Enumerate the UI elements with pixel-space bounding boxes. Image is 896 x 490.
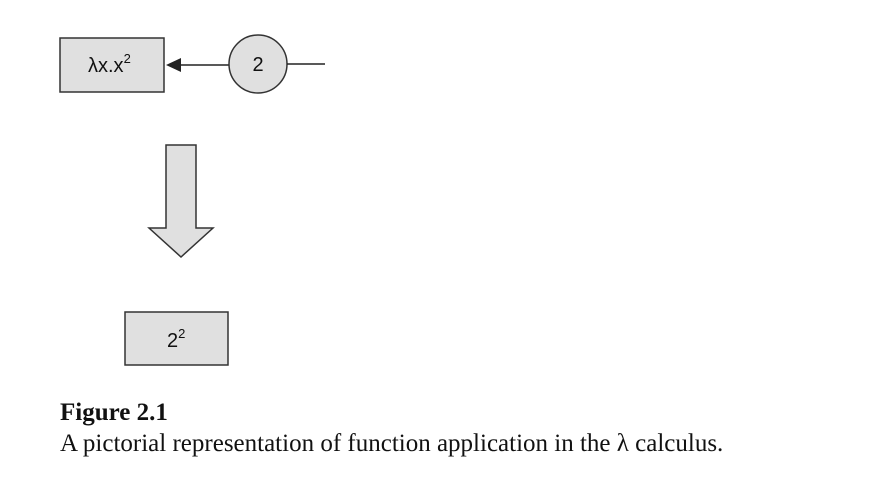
result-box-rect bbox=[124, 311, 229, 366]
function-box-base: λx.x bbox=[88, 55, 124, 77]
argument-node-label: 2 bbox=[252, 54, 263, 76]
result-box: 22 bbox=[124, 311, 229, 366]
function-box: λx.x2 bbox=[59, 37, 165, 93]
function-box-rect bbox=[59, 37, 165, 93]
lambda-application-diagram: λx.x2 2 22 bbox=[59, 34, 325, 366]
result-box-base: 2 bbox=[167, 330, 178, 352]
argument-arrow-head bbox=[166, 58, 181, 72]
result-box-exponent: 2 bbox=[178, 326, 185, 341]
figure-caption: Figure 2.1 A pictorial representation of… bbox=[60, 398, 723, 460]
reduction-arrow bbox=[147, 144, 215, 259]
caption-text: A pictorial representation of function a… bbox=[60, 430, 724, 457]
function-box-label: λx.x2 bbox=[88, 51, 131, 77]
function-box-exponent: 2 bbox=[124, 51, 131, 66]
caption-label: Figure 2.1 bbox=[60, 399, 168, 426]
argument-arrow bbox=[166, 58, 229, 72]
argument-node: 2 bbox=[228, 34, 325, 94]
result-box-label: 22 bbox=[167, 326, 185, 352]
